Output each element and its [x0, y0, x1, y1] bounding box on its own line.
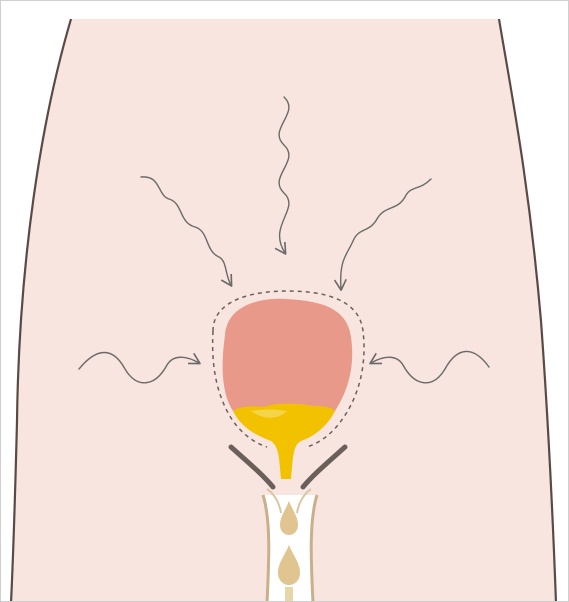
urine-stream: [285, 587, 293, 602]
urethra: [263, 489, 317, 602]
